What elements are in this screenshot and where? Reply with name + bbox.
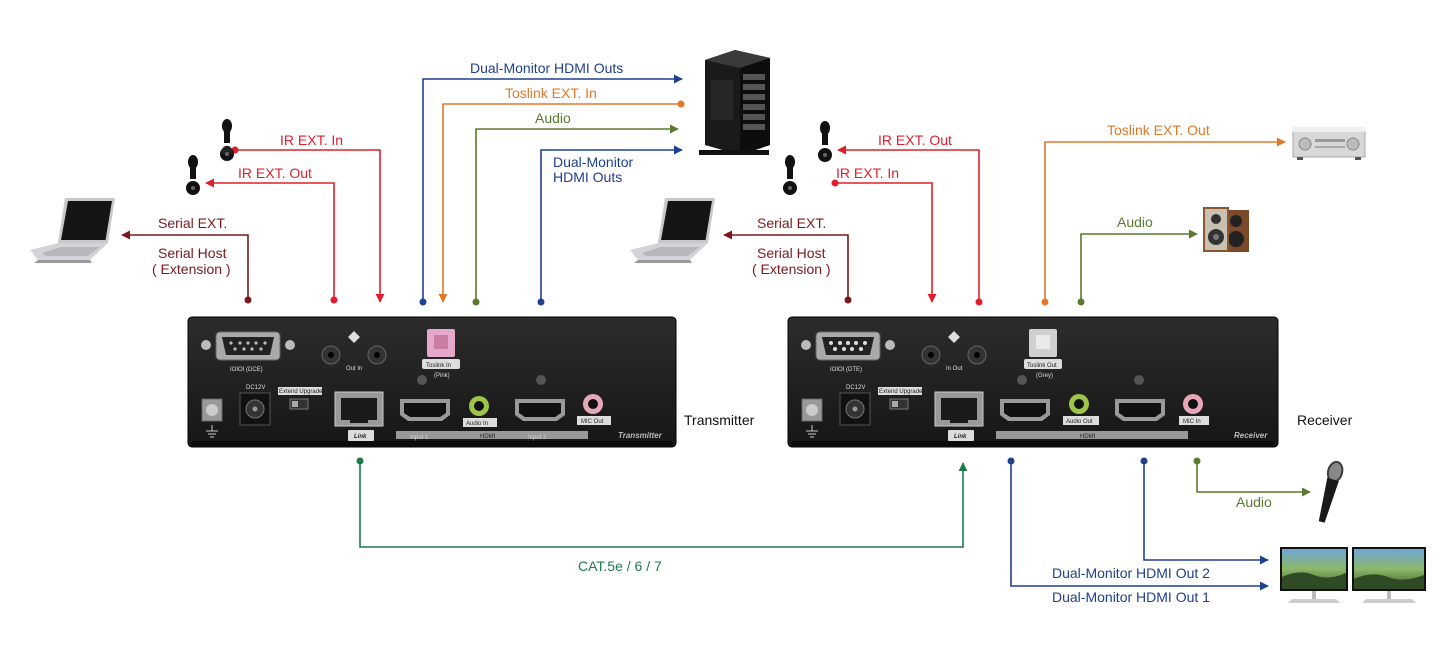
cat-cable-line [359,461,968,548]
tx-toslink-in-label: Toslink EXT. In [505,85,597,101]
rx-serial-line [723,230,849,300]
ir-receiver-icon [783,155,797,195]
audio-in-label: Audio In [466,421,488,427]
link-label: Link [354,434,367,440]
ground-terminal [201,398,223,438]
transmitter-device: IOIOI (DCE) Out In Toslink In (Pink) [187,316,677,448]
toslink-label: Toslink Out [1027,363,1057,369]
laptop-icon [630,198,715,263]
rx-ir-ext-in-label: IR EXT. In [836,165,899,181]
tx-serial-line [121,230,249,300]
ir-jacks-label: Out In [346,366,362,372]
switch-label: Extend Upgrade [879,389,923,395]
rx-hdmi-out2-label: Dual-Monitor HDMI Out 2 [1052,565,1210,581]
ir-jacks: In Out [921,331,987,372]
toslink-port: Toslink Out (Grey) [1024,329,1062,379]
rx-toslink-out-label: Toslink EXT. Out [1107,122,1210,138]
serial-port-label: IOIOI (DTE) [830,367,862,373]
ir-emitter-icon [818,121,832,162]
toslink-label: Toslink In [426,363,451,369]
audio-out-label: Audio Out [1066,419,1093,425]
tx-hdmi-outs2-line [540,145,683,302]
tx-hdmi-outs-line [422,74,683,302]
tx-serial-ext-label: Serial EXT. [158,215,227,231]
rx-extension-label: ( Extension ) [752,261,831,277]
mic-out-jack: MIC Out [577,394,611,425]
tx-toslink-line [438,103,681,303]
ir-jacks-label: In Out [946,366,963,372]
audio-in-jack: Audio In [463,396,497,427]
panel-brand-label: Transmitter [618,431,663,440]
tx-ir-ext-out-label: IR EXT. Out [238,165,312,181]
hdmi-group-label: HDMI [480,434,496,440]
tx-ir-ext-in-label: IR EXT. In [280,132,343,148]
server-tower-icon [699,50,770,155]
ir-jacks: Out In [321,331,387,372]
rx-serial-host-label: Serial Host [757,245,826,261]
link-label: Link [954,434,967,440]
hdmi-group-label: HDMI [1080,434,1096,440]
amplifier-icon [1292,127,1366,160]
ir-emitter-icon [186,155,200,195]
tx-ir-in-line [235,149,385,303]
dc-power-jack: DC12V [839,385,871,426]
tx-ir-out-line [205,178,335,300]
ir-receiver-icon [220,119,234,161]
audio-out-jack: Audio Out [1063,394,1099,425]
rx-audio-out-label: Audio [1117,214,1153,230]
microphone-icon [1318,460,1344,523]
dc-label: DC12V [246,385,265,391]
mode-switch: Extend Upgrade [278,387,323,410]
rx-serial-ext-label: Serial EXT. [757,215,826,231]
rx-hdmi-out1-label: Dual-Monitor HDMI Out 1 [1052,589,1210,605]
speakers-icon [1203,207,1249,252]
rx-audio-mic-label: Audio [1236,494,1272,510]
monitor-icon [1352,547,1426,603]
rx-audio-line [1080,229,1198,302]
serial-port-label: IOIOI (DCE) [230,367,263,373]
monitor-icon [1280,547,1348,603]
laptop-icon [30,198,115,263]
dc-label: DC12V [846,385,865,391]
mode-switch: Extend Upgrade [878,387,923,410]
rx-ir-out-line [837,145,980,302]
panel-brand-label: Receiver [1234,431,1268,440]
rx-toslink-line [1044,137,1286,302]
receiver-name-label: Receiver [1297,412,1353,428]
tx-dual-hdmi-outs-label: Dual-Monitor HDMI Outs [470,60,623,76]
hdmi-output-1-port: Output 1 [1000,399,1050,440]
tx-audio-label: Audio [535,110,571,126]
mic-in-jack: MIC In [1179,394,1209,425]
tx-serial-host-label: Serial Host [158,245,227,261]
rj45-link-port: Link [334,391,384,441]
tx-extension-label: ( Extension ) [152,261,231,277]
tx-dual-hdmi-outs2-label-2: HDMI Outs [553,169,622,185]
mic-out-label: MIC Out [581,419,604,425]
serial-port: IOIOI (DTE) [801,331,895,373]
serial-port: IOIOI (DCE) [201,331,295,373]
toslink-sub-label: (Pink) [434,373,450,379]
mic-in-label: MIC In [1183,419,1201,425]
rj45-link-port: Link [934,391,984,441]
toslink-sub-label: (Grey) [1036,373,1053,379]
switch-label: Extend Upgrade [279,389,323,395]
receiver-device: IOIOI (DTE) In Out Toslink Out (Grey) DC… [787,316,1279,448]
cat-cable-label: CAT.5e / 6 / 7 [578,558,662,574]
rx-hdmi-out1-line [1010,461,1269,591]
rx-mic-line [1196,461,1311,497]
rx-ir-in-line [835,182,937,303]
tx-audio-line [475,124,679,302]
ground-terminal [801,398,823,438]
rx-ir-ext-out-label: IR EXT. Out [878,132,952,148]
toslink-port: Toslink In (Pink) [422,329,460,379]
tx-dual-hdmi-outs2-label-1: Dual-Monitor [553,154,633,170]
rx-hdmi-out2-line [1143,461,1269,565]
dc-power-jack: DC12V [239,385,271,426]
transmitter-name-label: Transmitter [684,412,755,428]
